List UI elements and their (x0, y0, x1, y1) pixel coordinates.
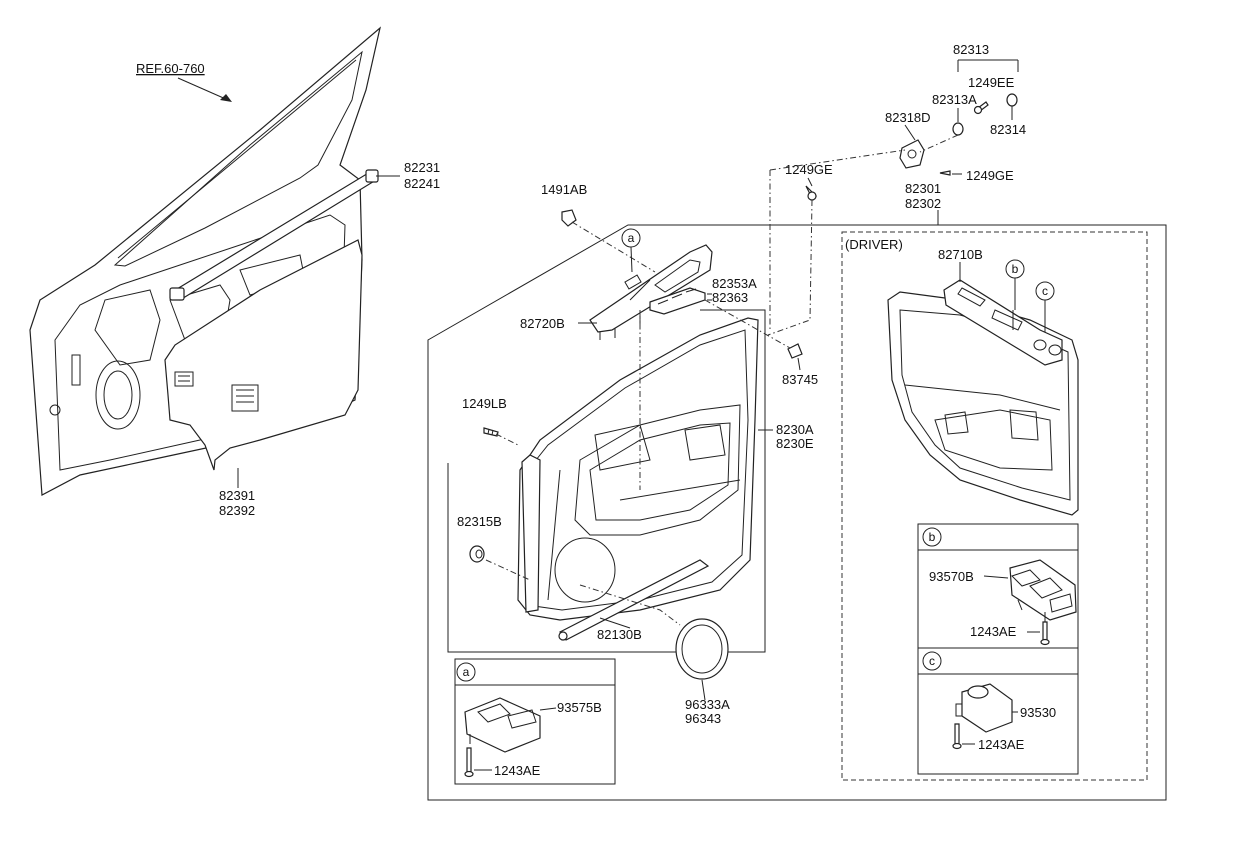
part-82353a: 82353A (712, 276, 757, 291)
part-82710b: 82710B (938, 247, 983, 262)
part-82313: 82313 (953, 42, 989, 57)
callout-b-box-header: b (922, 527, 942, 547)
part-1249ge-right: 1249GE (966, 168, 1014, 183)
part-1249ge-top: 1249GE (785, 162, 833, 177)
svg-text:a: a (628, 231, 635, 245)
trim-assembly-outline (427, 224, 1167, 801)
part-82301: 82301 (905, 181, 941, 196)
switch-bezel-drawing (589, 244, 713, 340)
callout-a-box-header: a (456, 662, 476, 682)
part-82315b: 82315B (457, 514, 502, 529)
part-93570b: 93570B (929, 569, 974, 584)
callout-a-main: a (621, 228, 641, 273)
passenger-window-switch-drawing (464, 697, 541, 778)
part-82318d: 82318D (885, 110, 931, 125)
part-82313a: 82313A (932, 92, 977, 107)
speaker-drawing (675, 618, 729, 680)
svg-text:c: c (1042, 284, 1048, 298)
part-1243ae-b: 1243AE (970, 624, 1017, 639)
part-82302: 82302 (905, 196, 941, 211)
part-82392: 82392 (219, 503, 255, 518)
part-82720b: 82720B (520, 316, 565, 331)
part-1249lb: 1249LB (462, 396, 507, 411)
part-8230e: 8230E (776, 436, 814, 451)
part-82130b: 82130B (597, 627, 642, 642)
detail-box-c (917, 647, 1079, 775)
part-96343: 96343 (685, 711, 721, 726)
part-96333a: 96333A (685, 697, 730, 712)
mirror-switch-drawing (952, 683, 1013, 750)
part-82231: 82231 (404, 160, 440, 175)
driver-label: (DRIVER) (845, 237, 903, 252)
part-1243ae-a: 1243AE (494, 763, 541, 778)
part-1243ae-c: 1243AE (978, 737, 1025, 752)
molding-end-cap (558, 631, 568, 641)
part-82314: 82314 (990, 122, 1026, 137)
driver-group-outline (841, 231, 1148, 781)
svg-text:b: b (1012, 262, 1019, 276)
vapor-barrier-drawing (164, 239, 363, 471)
callout-b-driver: b (1005, 259, 1025, 279)
part-82363: 82363 (712, 290, 748, 305)
part-82391: 82391 (219, 488, 255, 503)
door-trim-panel-drawing (517, 317, 759, 621)
svg-text:b: b (929, 530, 936, 544)
power-window-master-switch-drawing (1009, 559, 1077, 646)
detail-box-a (454, 658, 616, 785)
part-1249ee: 1249EE (968, 75, 1015, 90)
part-93575b: 93575B (557, 700, 602, 715)
ref-label: REF.60-760 (136, 61, 205, 76)
svg-text:c: c (929, 654, 935, 668)
part-1491ab: 1491AB (541, 182, 587, 197)
callout-c-box-header: c (922, 651, 942, 671)
part-82241: 82241 (404, 176, 440, 191)
svg-text:a: a (463, 665, 470, 679)
part-83745: 83745 (782, 372, 818, 387)
part-8230a: 8230A (776, 422, 814, 437)
callout-c-driver: c (1035, 281, 1055, 301)
part-93530: 93530 (1020, 705, 1056, 720)
driver-trim-panel-drawing (887, 279, 1079, 516)
